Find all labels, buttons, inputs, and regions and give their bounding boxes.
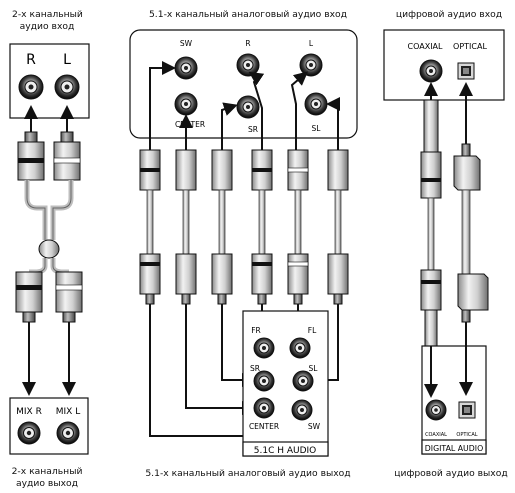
stereo-input-panel: R L (9, 43, 90, 119)
caption-stereo-input-line2: аудио вход (19, 21, 75, 32)
surround-input-jack-l[interactable] (299, 53, 323, 77)
surround-input-jack-r[interactable] (236, 53, 260, 77)
digital-output-label-optical: OPTICAL (456, 432, 477, 438)
digital-input-label-optical: OPTICAL (453, 42, 487, 51)
stereo-output-label-mix-r: MIX R (16, 407, 42, 417)
surround-output-panel-label: 5.1C H AUDIO (254, 446, 317, 456)
digital-output-jack-coaxial[interactable] (425, 399, 447, 421)
digital-output-panel-label: DIGITAL AUDIO (425, 444, 483, 453)
surround-cable-5 (287, 149, 309, 305)
surround-output-label-fl: FL (308, 326, 317, 335)
surround-input-label-l: L (309, 39, 314, 48)
surround-input-label-sw: SW (180, 39, 193, 48)
surround-output-label-sw: SW (308, 422, 321, 431)
digital-cables (420, 82, 489, 398)
stereo-input-label-l: L (63, 52, 71, 68)
surround-input-jack-sw[interactable] (174, 56, 198, 80)
caption-stereo-output: 2-х канальный аудио выход (10, 466, 84, 490)
digital-output-port-optical[interactable] (458, 401, 476, 419)
surround-input-jack-center[interactable] (174, 92, 198, 116)
surround-cable-6 (327, 149, 349, 305)
surround-input-jack-sl[interactable] (304, 92, 328, 116)
caption-stereo-output-line2: аудио выход (15, 478, 78, 489)
digital-output-label-coaxial: COAXIAL (425, 432, 447, 438)
surround-input-wires (149, 61, 340, 150)
surround-input-panel: SW R L CENTER SR SL (129, 29, 358, 139)
caption-stereo-input: 2-х канальный аудио вход (12, 9, 83, 33)
surround-output-jack-fl[interactable] (289, 337, 311, 359)
stereo-input-jack-l[interactable] (54, 74, 80, 100)
surround-cable-4 (251, 149, 273, 305)
surround-input-jack-sr[interactable] (236, 95, 260, 119)
stereo-output-label-mix-l: MIX L (56, 407, 80, 417)
digital-input-jack-coaxial[interactable] (419, 59, 443, 83)
stereo-output-jack-mix-r[interactable] (17, 421, 41, 445)
surround-output-panel: 5.1C H AUDIO FR FL SR SL CENTER SW (242, 310, 329, 457)
surround-output-label-fr: FR (251, 326, 261, 335)
surround-cable-1 (139, 149, 161, 305)
digital-input-panel: COAXIAL OPTICAL (383, 29, 505, 101)
surround-input-label-sr: SR (248, 125, 258, 134)
caption-digital-input: цифровой аудио вход (395, 9, 503, 20)
surround-output-label-sl: SL (309, 364, 319, 373)
digital-output-panel: DIGITAL AUDIO COAXIAL OPTICAL (421, 345, 487, 455)
surround-cable-3 (211, 149, 233, 305)
surround-output-jack-sr[interactable] (253, 370, 275, 392)
caption-digital-output: цифровой аудио выход (394, 468, 508, 479)
stereo-cable (15, 105, 83, 396)
surround-cables (139, 149, 349, 305)
surround-input-label-sl: SL (312, 124, 322, 133)
stereo-input-jack-r[interactable] (18, 74, 44, 100)
surround-output-jack-sw[interactable] (291, 399, 313, 421)
stereo-output-panel: MIX R MIX L (9, 397, 89, 455)
digital-input-port-optical[interactable] (457, 62, 475, 80)
surround-output-jack-fr[interactable] (253, 337, 275, 359)
surround-output-jack-sl[interactable] (292, 370, 314, 392)
surround-input-label-center: CENTER (175, 120, 205, 129)
stereo-input-label-r: R (26, 52, 36, 68)
surround-input-label-r: R (245, 39, 250, 48)
surround-output-jack-center[interactable] (253, 397, 275, 419)
surround-output-label-sr: SR (250, 364, 260, 373)
caption-stereo-input-line1: 2-х канальный (12, 9, 83, 20)
caption-stereo-output-line1: 2-х канальный (11, 466, 83, 477)
caption-surround-output: 5.1-х канальный аналоговый аудио выход (145, 468, 351, 479)
surround-cable-2 (175, 149, 197, 305)
surround-output-label-center: CENTER (249, 422, 279, 431)
stereo-output-jack-mix-l[interactable] (56, 421, 80, 445)
digital-input-label-coaxial: COAXIAL (408, 42, 444, 51)
caption-surround-input: 5.1-х канальный аналоговый аудио вход (148, 9, 348, 20)
